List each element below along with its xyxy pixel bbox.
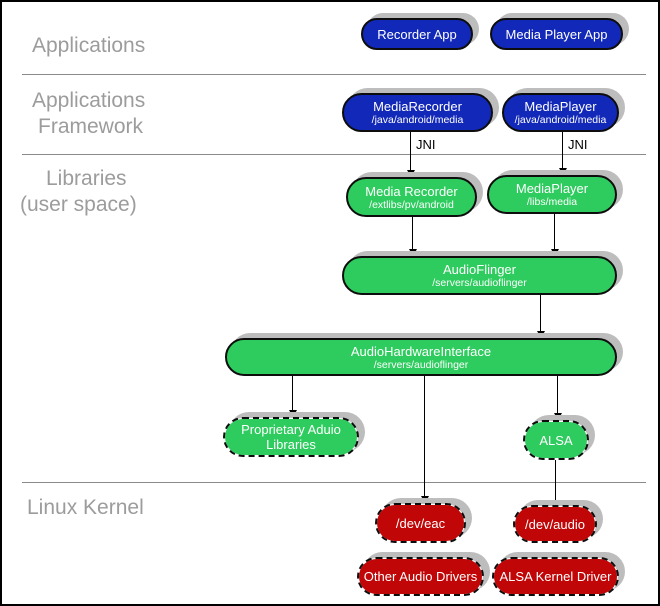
- node-audiohardwareinterface-path: /servers/audioflinger: [373, 358, 469, 371]
- edge-ahi-to-dev-eac: [420, 376, 429, 503]
- node-audioflinger-path: /servers/audioflinger: [432, 277, 527, 289]
- edge-ahi-to-proprietary: [288, 376, 297, 417]
- node-media-recorder-lib-title: Media Recorder: [365, 183, 458, 199]
- edge-label-jni-left: JNI: [416, 137, 436, 152]
- edge-ahi-to-alsa: [553, 376, 562, 420]
- edge-label-jni-right: JNI: [568, 137, 588, 152]
- node-mediaplayer-lib-title: MediaPlayer: [515, 181, 589, 196]
- node-dev-eac-label: /dev/eac: [395, 515, 446, 531]
- section-label-libraries-line2: (user space): [20, 193, 137, 216]
- node-proprietary-audio-libraries-label: Proprietary Aduio Libraries: [241, 422, 341, 452]
- node-media-recorder-lib-path: /extlibs/pv/android: [369, 198, 454, 211]
- node-mediaplayer-framework: MediaPlayer /java/android/media: [502, 93, 619, 132]
- section-label-libraries-line1: Libraries: [46, 167, 127, 190]
- node-dev-audio-label: /dev/audio: [525, 516, 585, 532]
- node-alsa: ALSA: [523, 420, 589, 460]
- node-dev-eac: /dev/eac: [375, 503, 466, 543]
- node-media-player-app: Media Player App: [490, 18, 623, 50]
- edge-recorderlib-to-audioflinger: [408, 217, 417, 256]
- node-mediaplayer-lib: MediaPlayer /libs/media: [487, 175, 617, 214]
- node-other-audio-drivers: Other Audio Drivers: [357, 557, 484, 596]
- node-other-audio-drivers-label: Other Audio Drivers: [363, 569, 478, 584]
- node-mediarecorder-framework-title: MediaRecorder: [373, 99, 462, 114]
- divider-libraries-kernel: [22, 482, 646, 483]
- node-alsa-label: ALSA: [539, 432, 573, 448]
- divider-framework-libraries: [22, 154, 646, 155]
- node-mediarecorder-framework-path: /java/android/media: [371, 114, 464, 126]
- section-label-applications: Applications: [32, 34, 146, 57]
- node-recorder-app: Recorder App: [361, 18, 473, 50]
- section-label-applications-framework-line1: Applications: [32, 89, 146, 112]
- node-mediaplayer-framework-title: MediaPlayer: [524, 99, 597, 114]
- node-media-player-app-label: Media Player App: [505, 26, 608, 42]
- node-audiohardwareinterface-title: AudioHardwareInterface: [350, 343, 492, 359]
- node-recorder-app-label: Recorder App: [377, 26, 457, 42]
- node-mediarecorder-framework: MediaRecorder /java/android/media: [342, 93, 493, 132]
- node-proprietary-audio-libraries: Proprietary Aduio Libraries: [223, 417, 359, 457]
- edge-playerlib-to-audioflinger: [550, 214, 559, 256]
- edge-alsa-to-dev-audio: [551, 460, 560, 507]
- node-mediaplayer-lib-path: /libs/media: [526, 196, 578, 208]
- node-dev-audio: /dev/audio: [513, 505, 597, 543]
- node-audioflinger: AudioFlinger /servers/audioflinger: [342, 256, 617, 295]
- edge-mediaplayer-to-lib: [558, 132, 567, 175]
- edge-audioflinger-to-ahi: [536, 295, 545, 338]
- section-label-applications-framework-line2: Framework: [38, 115, 144, 138]
- node-alsa-kernel-driver-label: ALSA Kernel Driver: [499, 569, 612, 584]
- node-alsa-kernel-driver: ALSA Kernel Driver: [492, 557, 619, 596]
- node-media-recorder-lib: Media Recorder /extlibs/pv/android: [346, 177, 477, 217]
- node-audioflinger-title: AudioFlinger: [443, 262, 516, 277]
- section-label-linux-kernel: Linux Kernel: [27, 496, 144, 519]
- divider-applications-framework: [22, 74, 646, 75]
- node-mediaplayer-framework-path: /java/android/media: [514, 114, 607, 126]
- node-audiohardwareinterface: AudioHardwareInterface /servers/audiofli…: [225, 338, 617, 376]
- edge-mediarecorder-to-lib: [406, 132, 415, 177]
